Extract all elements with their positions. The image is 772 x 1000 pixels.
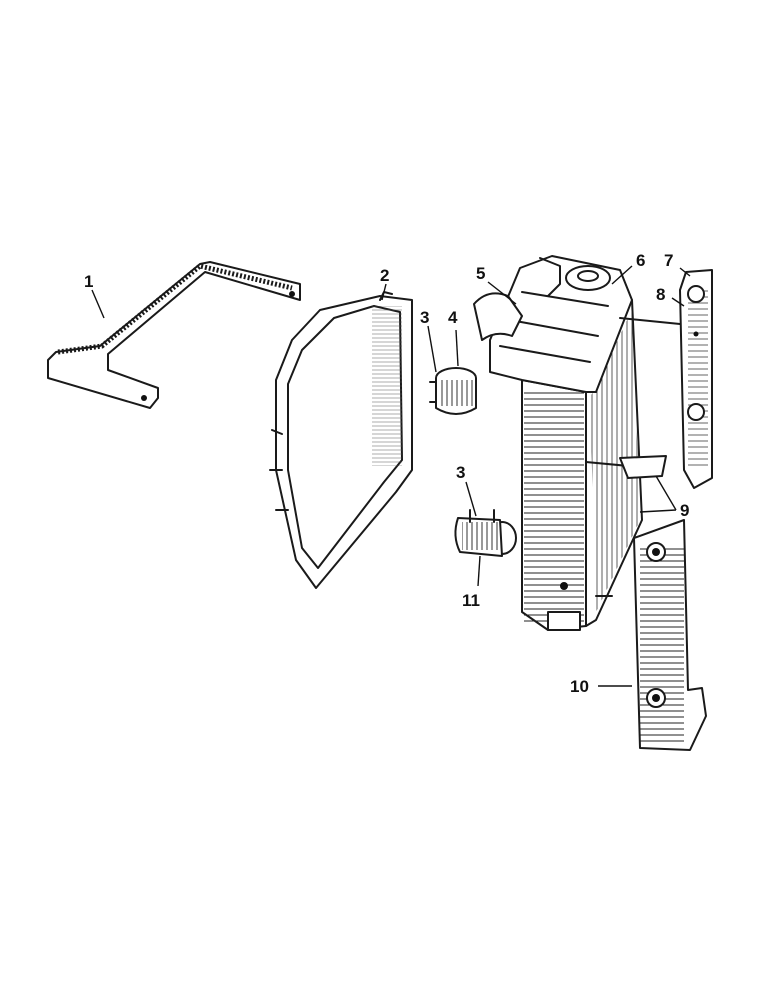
callout-5: 5	[476, 264, 485, 283]
part-10-lower-bracket	[633, 519, 707, 751]
callout-3-upper: 3	[420, 308, 429, 327]
callout-7: 7	[664, 251, 673, 270]
callouts: 1 2 3 4 5 6 7 8 9 3 11 10	[84, 251, 689, 696]
callout-8: 8	[656, 285, 665, 304]
callout-9: 9	[680, 501, 689, 520]
callout-2: 2	[380, 266, 389, 285]
part-8-side-bracket	[679, 269, 713, 489]
part-2-fan-shroud	[269, 291, 413, 589]
radiator-assembly	[473, 255, 681, 631]
callout-1: 1	[84, 272, 93, 291]
part-1-brace	[47, 261, 301, 409]
callout-4: 4	[448, 308, 458, 327]
part-11-lower-hose	[454, 509, 517, 557]
part-4-upper-hose	[429, 367, 477, 415]
callout-11: 11	[462, 591, 480, 610]
callout-3-lower: 3	[456, 463, 465, 482]
leader-lines	[91, 265, 691, 687]
callout-6: 6	[636, 251, 645, 270]
callout-10: 10	[570, 677, 589, 696]
